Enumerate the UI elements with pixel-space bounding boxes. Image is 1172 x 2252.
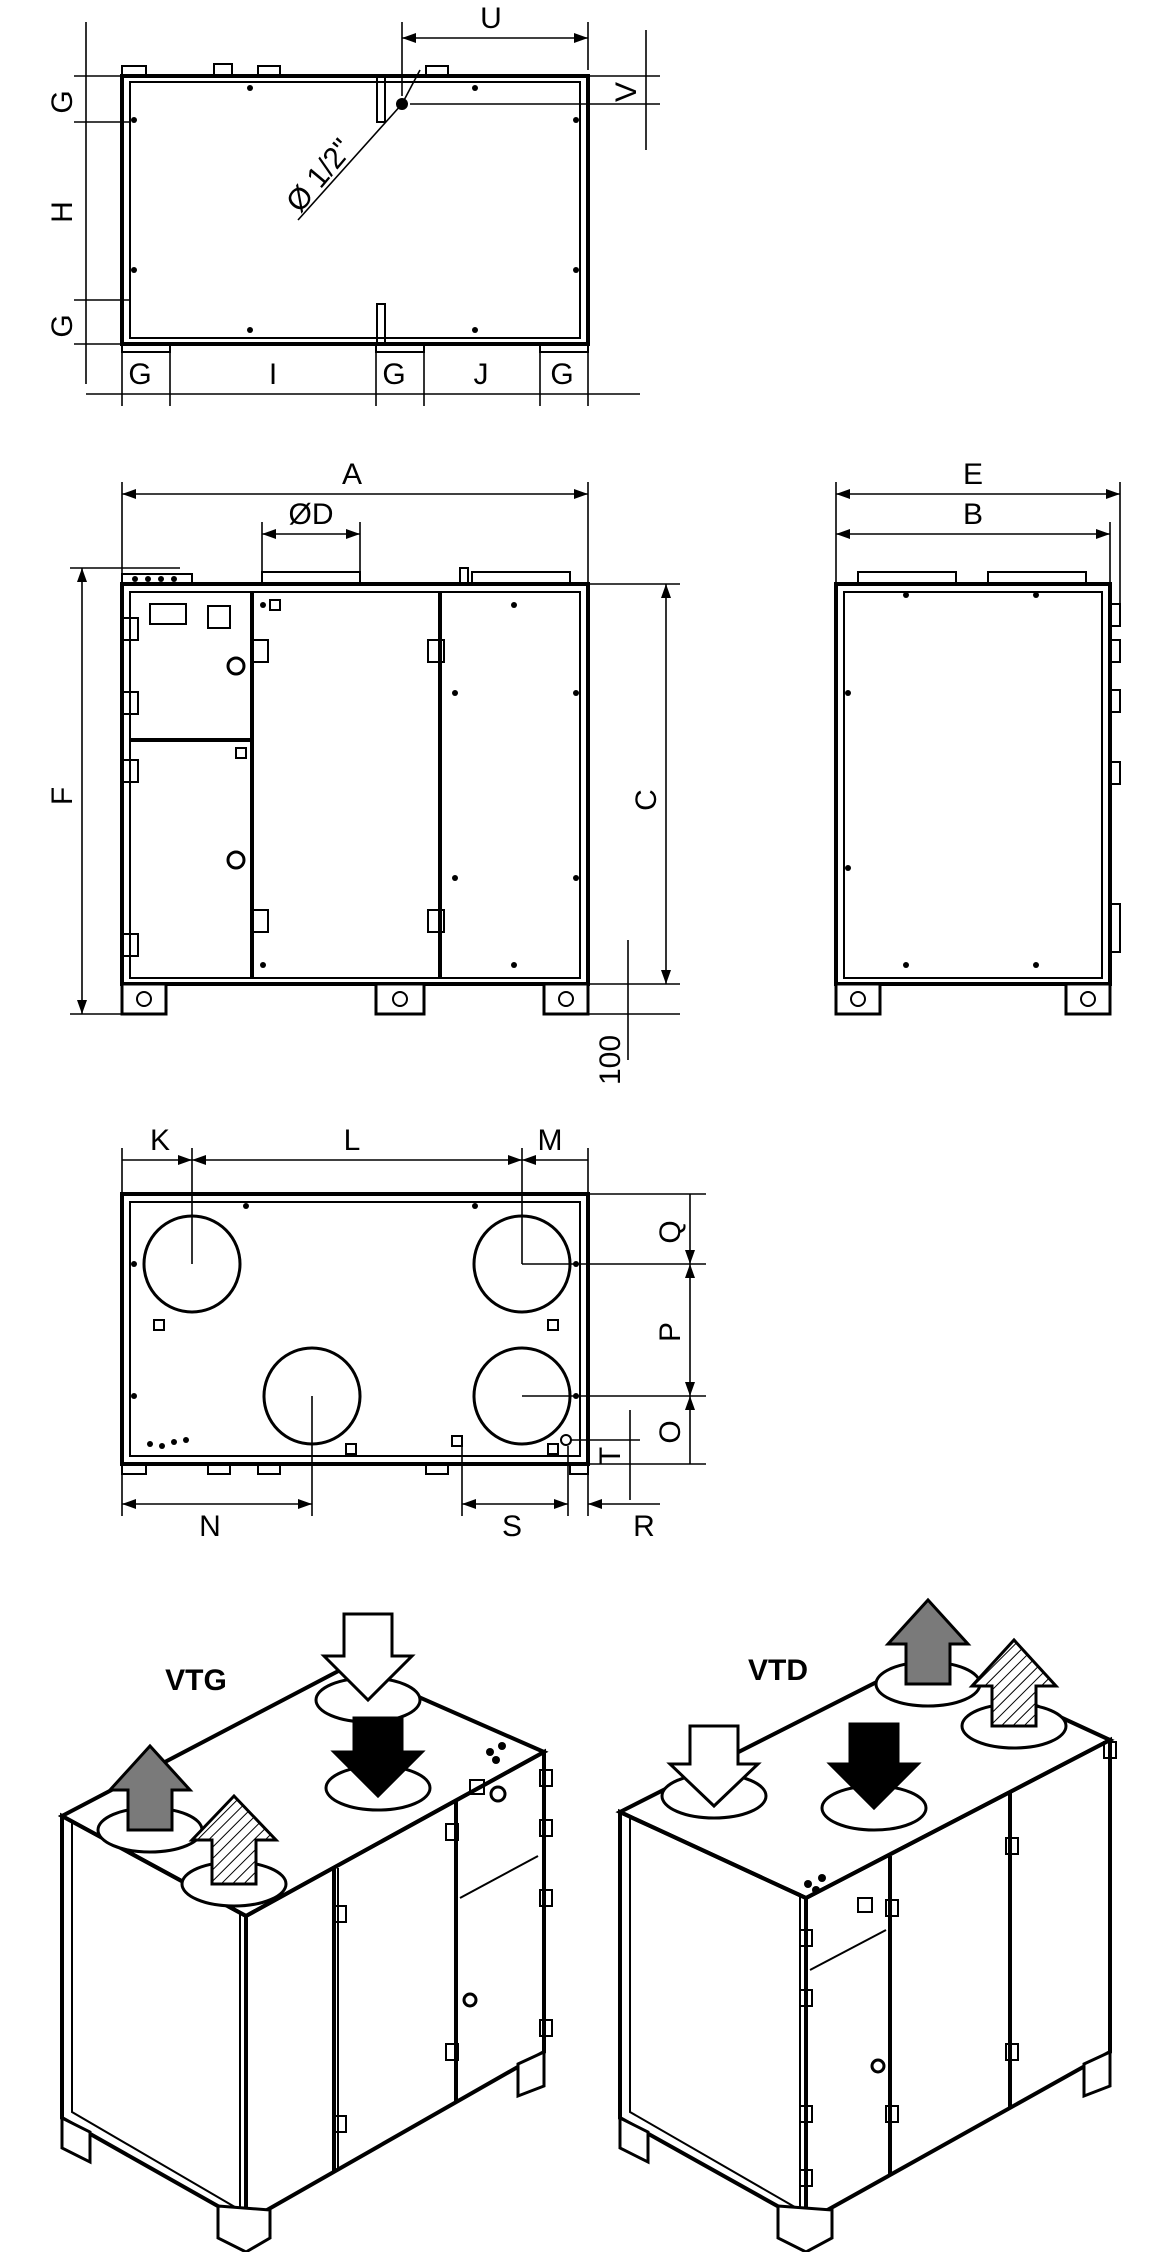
- dim-label-r: R: [633, 1510, 655, 1543]
- iso-view-vtg: VTG: [57, 1612, 553, 2252]
- dim-label-g-bottom: G: [46, 314, 79, 337]
- dim-label-g-top: G: [46, 90, 79, 113]
- dim-label-a: A: [342, 458, 362, 491]
- dim-label-l: L: [344, 1124, 361, 1157]
- dim-label-b: B: [963, 498, 983, 531]
- dim-label-e: E: [963, 458, 983, 491]
- dim-label-p: P: [654, 1322, 687, 1342]
- dim-label-t: T: [594, 1447, 627, 1465]
- dim-label-s: S: [502, 1510, 522, 1543]
- dim-label-m: M: [538, 1124, 563, 1157]
- dim-label-n: N: [199, 1510, 221, 1543]
- dim-label-f: F: [46, 787, 79, 805]
- dim-label-i: I: [269, 358, 277, 391]
- dim-label-q: Q: [654, 1220, 687, 1243]
- side-view: E B: [834, 458, 1121, 1016]
- dim-label-foot: 100: [594, 1035, 627, 1085]
- dim-label-g-3: G: [550, 358, 573, 391]
- dim-label-v: V: [610, 82, 643, 102]
- top-view: U V G H G G I G J G Ø 1/2": [46, 2, 660, 406]
- front-view: A ØD F C 100: [46, 458, 680, 1085]
- iso-view-vtd: VTD: [615, 1597, 1117, 2252]
- dim-label-g-1: G: [128, 358, 151, 391]
- dim-label-c: C: [630, 789, 663, 811]
- pipe-diameter-label: Ø 1/2": [280, 133, 359, 219]
- iso-title-vtg: VTG: [165, 1664, 227, 1697]
- dim-label-u: U: [480, 2, 502, 35]
- dim-label-j: J: [474, 358, 489, 391]
- dim-label-h: H: [46, 201, 79, 223]
- plan-view: K L M Q P O T N S R: [120, 1124, 706, 1543]
- dim-label-o: O: [654, 1420, 687, 1443]
- dim-label-od: ØD: [289, 498, 334, 531]
- iso-title-vtd: VTD: [748, 1654, 808, 1687]
- dim-label-k: K: [150, 1124, 170, 1157]
- dim-label-g-2: G: [382, 358, 405, 391]
